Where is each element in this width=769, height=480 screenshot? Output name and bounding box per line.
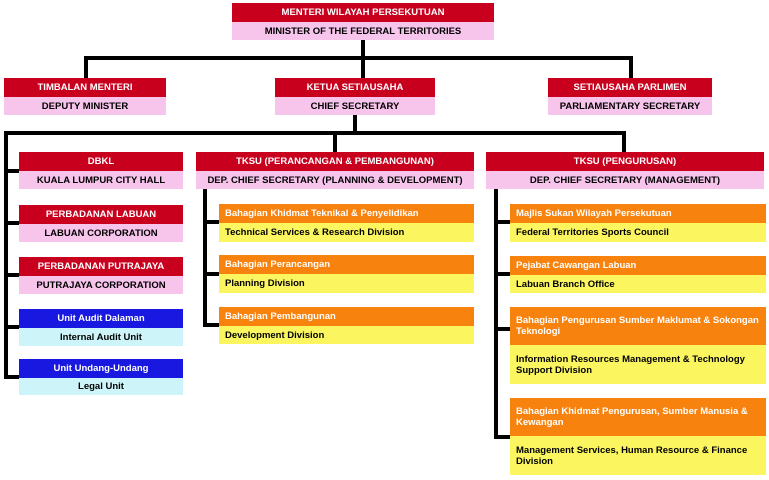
division-title-malay: Bahagian Khidmat Pengurusan, Sumber Manu… — [510, 398, 766, 436]
connector-minister-down — [361, 38, 365, 58]
agency-title-english: KUALA LUMPUR CITY HALL — [19, 171, 183, 189]
minister-box: MENTERI WILAYAH PERSEKUTUAN MINISTER OF … — [232, 3, 494, 40]
internal-audit-unit-box: Unit Audit Dalaman Internal Audit Unit — [19, 309, 183, 346]
connector-agency-4 — [4, 325, 20, 329]
division-title-english: Federal Territories Sports Council — [510, 223, 766, 242]
parliamentary-secretary-box: SETIAUSAHA PARLIMEN PARLIAMENTARY SECRET… — [548, 78, 712, 115]
tksu-planning-title-english: DEP. CHIEF SECRETARY (PLANNING & DEVELOP… — [196, 171, 474, 189]
division-title-malay: Bahagian Pembangunan — [219, 307, 474, 326]
agency-title-malay: Unit Audit Dalaman — [19, 309, 183, 328]
connector-agency-3 — [4, 273, 20, 277]
minister-title-malay: MENTERI WILAYAH PERSEKUTUAN — [232, 3, 494, 22]
parliamentary-title-english: PARLIAMENTARY SECRETARY — [548, 97, 712, 115]
tksu-management-title-english: DEP. CHIEF SECRETARY (MANAGEMENT) — [486, 171, 764, 189]
division-title-malay: Bahagian Perancangan — [219, 255, 474, 274]
agency-title-malay: DBKL — [19, 152, 183, 171]
chief-title-english: CHIEF SECRETARY — [275, 97, 435, 115]
connector-top-bar — [84, 56, 632, 60]
division-title-malay: Majlis Sukan Wilayah Persekutuan — [510, 204, 766, 223]
connector-management-3 — [494, 327, 511, 331]
chief-secretary-box: KETUA SETIAUSAHA CHIEF SECRETARY — [275, 78, 435, 115]
deputy-title-english: DEPUTY MINISTER — [4, 97, 166, 115]
connector-chief-drop — [361, 56, 365, 79]
information-resources-division-box: Bahagian Pengurusan Sumber Maklumat & So… — [510, 307, 766, 384]
chief-title-malay: KETUA SETIAUSAHA — [275, 78, 435, 97]
minister-title-english: MINISTER OF THE FEDERAL TERRITORIES — [232, 22, 494, 40]
agency-putrajaya-corporation-box: PERBADANAN PUTRAJAYA PUTRAJAYA CORPORATI… — [19, 257, 183, 294]
development-division-box: Bahagian Pembangunan Development Divisio… — [219, 307, 474, 344]
connector-second-bar — [4, 131, 625, 135]
connector-management-2 — [494, 272, 511, 276]
agency-title-malay: Unit Undang-Undang — [19, 359, 183, 378]
sports-council-box: Majlis Sukan Wilayah Persekutuan Federal… — [510, 204, 766, 242]
division-title-english: Planning Division — [219, 274, 474, 293]
connector-agency-5 — [4, 375, 20, 379]
deputy-title-malay: TIMBALAN MENTERI — [4, 78, 166, 97]
division-title-english: Development Division — [219, 326, 474, 344]
deputy-minister-box: TIMBALAN MENTERI DEPUTY MINISTER — [4, 78, 166, 115]
division-title-malay: Pejabat Cawangan Labuan — [510, 256, 766, 275]
tksu-planning-title-malay: TKSU (PERANCANGAN & PEMBANGUNAN) — [196, 152, 474, 171]
division-title-malay: Bahagian Khidmat Teknikal & Penyelidikan — [219, 204, 474, 223]
management-services-division-box: Bahagian Khidmat Pengurusan, Sumber Manu… — [510, 398, 766, 475]
tksu-planning-box: TKSU (PERANCANGAN & PEMBANGUNAN) DEP. CH… — [196, 152, 474, 189]
agency-title-malay: PERBADANAN PUTRAJAYA — [19, 257, 183, 276]
planning-division-box: Bahagian Perancangan Planning Division — [219, 255, 474, 293]
division-title-english: Technical Services & Research Division — [219, 223, 474, 242]
agency-dbkl-box: DBKL KUALA LUMPUR CITY HALL — [19, 152, 183, 189]
connector-planning-drop — [333, 131, 337, 153]
agency-title-english: LABUAN CORPORATION — [19, 224, 183, 242]
connector-agency-2 — [4, 221, 20, 225]
division-title-malay: Bahagian Pengurusan Sumber Maklumat & So… — [510, 307, 766, 345]
agency-labuan-corporation-box: PERBADANAN LABUAN LABUAN CORPORATION — [19, 205, 183, 242]
parliamentary-title-malay: SETIAUSAHA PARLIMEN — [548, 78, 712, 97]
technical-services-division-box: Bahagian Khidmat Teknikal & Penyelidikan… — [219, 204, 474, 242]
labuan-branch-office-box: Pejabat Cawangan Labuan Labuan Branch Of… — [510, 256, 766, 293]
division-title-english: Information Resources Management & Techn… — [510, 345, 766, 384]
connector-management-drop — [622, 131, 626, 153]
legal-unit-box: Unit Undang-Undang Legal Unit — [19, 359, 183, 395]
connector-agencies-spine — [4, 131, 8, 379]
agency-title-english: Internal Audit Unit — [19, 328, 183, 346]
connector-planning-2 — [203, 272, 220, 276]
agency-title-english: Legal Unit — [19, 378, 183, 395]
connector-chief-down — [353, 114, 357, 134]
connector-planning-3 — [203, 323, 220, 327]
agency-title-english: PUTRAJAYA CORPORATION — [19, 276, 183, 294]
connector-deputy-drop — [84, 56, 88, 79]
connector-planning-1 — [203, 220, 220, 224]
connector-management-4 — [494, 435, 511, 439]
division-title-english: Management Services, Human Resource & Fi… — [510, 436, 766, 475]
connector-management-spine — [494, 188, 498, 439]
connector-parliamentary-drop — [629, 56, 633, 79]
connector-agency-1 — [4, 169, 20, 173]
connector-management-1 — [494, 220, 511, 224]
agency-title-malay: PERBADANAN LABUAN — [19, 205, 183, 224]
tksu-management-title-malay: TKSU (PENGURUSAN) — [486, 152, 764, 171]
tksu-management-box: TKSU (PENGURUSAN) DEP. CHIEF SECRETARY (… — [486, 152, 764, 189]
connector-planning-spine — [203, 188, 207, 327]
division-title-english: Labuan Branch Office — [510, 275, 766, 293]
